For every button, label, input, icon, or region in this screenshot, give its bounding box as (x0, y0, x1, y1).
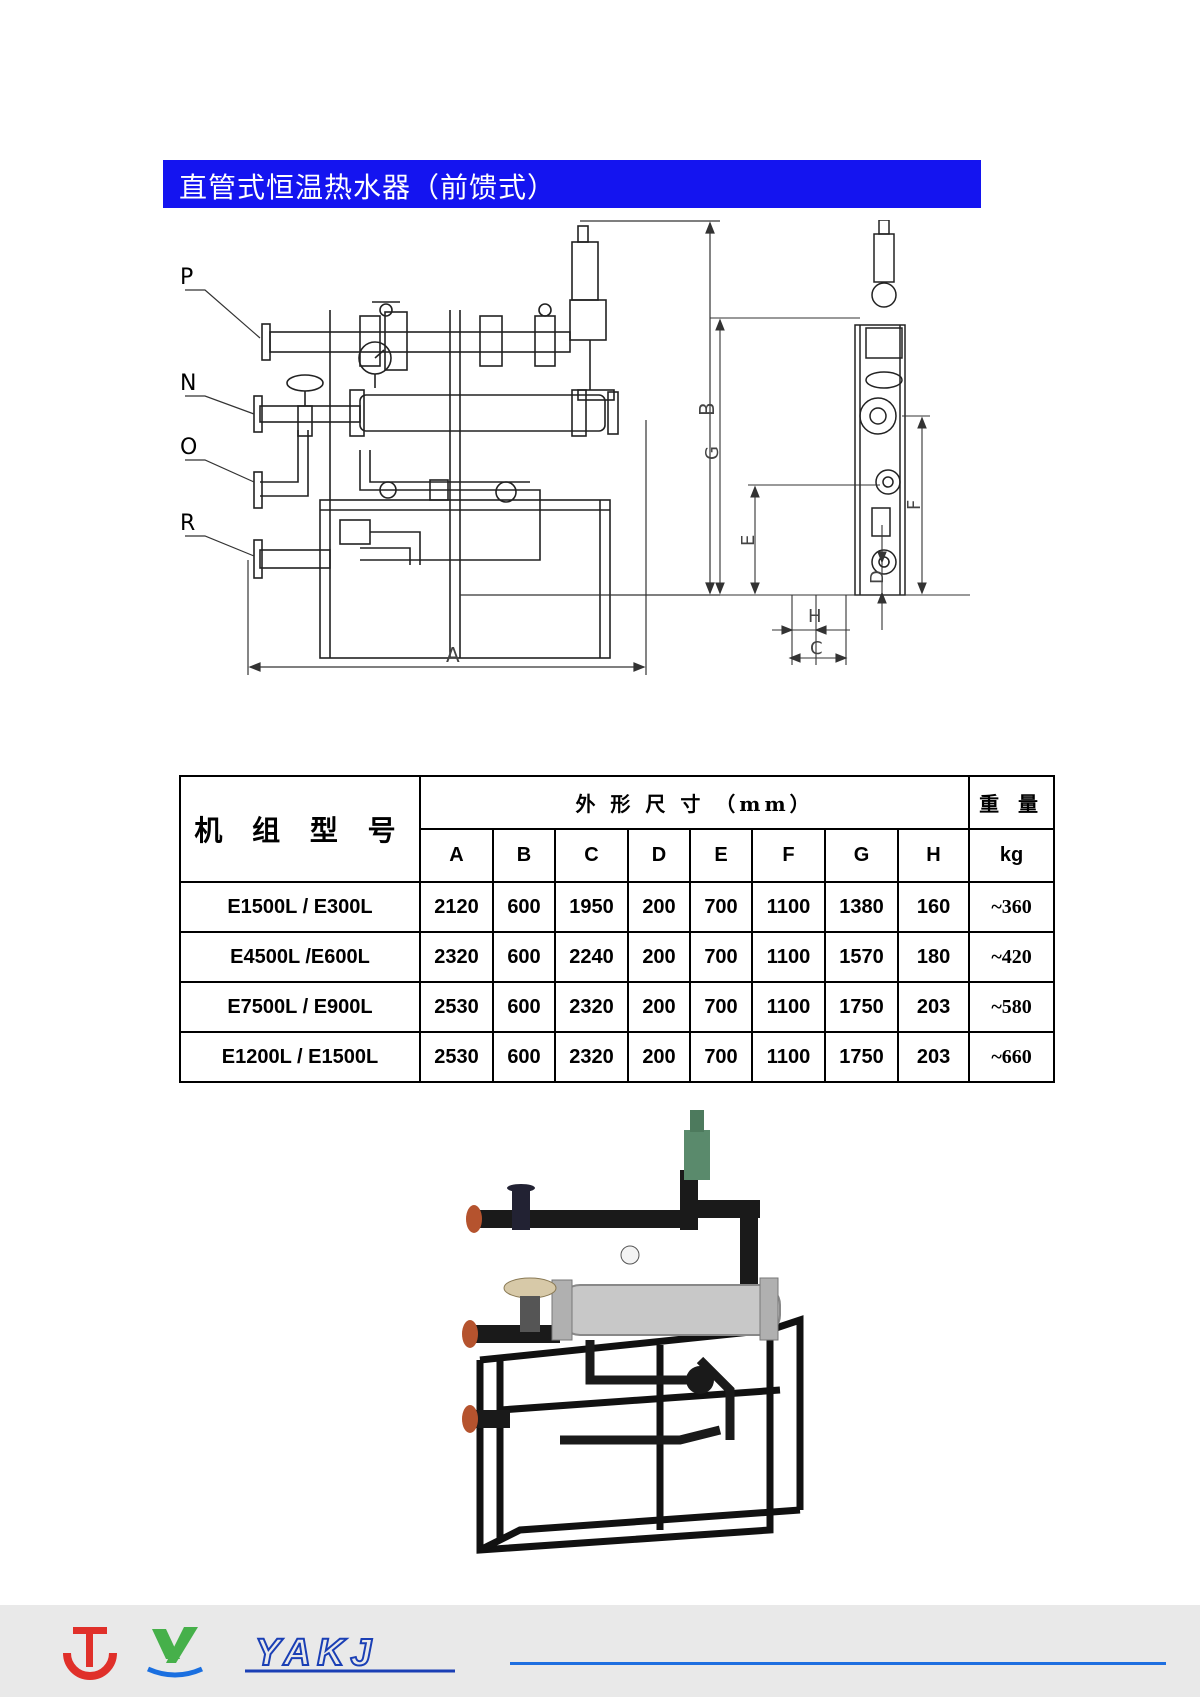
value-cell: 2320 (419, 931, 494, 983)
col-header-e: E (689, 828, 753, 883)
title-banner: 直管式恒温热水器（前馈式） (163, 160, 981, 208)
value-cell: 1100 (751, 981, 826, 1033)
value-cell: 600 (492, 931, 556, 983)
col-header-f: F (751, 828, 826, 883)
value-cell: 700 (689, 881, 753, 933)
model-cell: E1200L / E1500L (179, 1031, 421, 1083)
col-header-h: H (896, 828, 971, 883)
port-label-o: O (180, 435, 197, 460)
value-cell: 1570 (824, 931, 899, 983)
value-cell: 180 (896, 931, 971, 983)
header-dimensions: 外 形 尺 寸 （mm） (418, 775, 971, 830)
value-cell: 1100 (751, 931, 826, 983)
table-row: E1200L / E1500L 2530 600 2320 200 700 11… (179, 1031, 1056, 1083)
brand-name: YAKJ (255, 1632, 378, 1674)
technical-drawing: P N O R A B (180, 220, 970, 675)
value-cell: 200 (627, 931, 691, 983)
value-cell: 200 (627, 981, 691, 1033)
col-header-b: B (492, 828, 556, 883)
value-cell: 2240 (554, 931, 629, 983)
value-cell: 600 (492, 881, 556, 933)
value-cell: 1100 (751, 881, 826, 933)
value-cell: 600 (492, 981, 556, 1033)
value-cell: 200 (627, 1031, 691, 1083)
table-row: E1500L / E300L 2120 600 1950 200 700 110… (179, 881, 1056, 933)
dim-label-a: A (446, 643, 460, 667)
brand-logo: YAKJ (245, 1631, 455, 1675)
model-cell: E1500L / E300L (179, 881, 421, 933)
weight-cell: ~660 (968, 1031, 1056, 1083)
value-cell: 200 (627, 881, 691, 933)
footer-divider (510, 1662, 1166, 1665)
value-cell: 203 (896, 981, 971, 1033)
dim-label-g: G (702, 446, 723, 460)
port-label-p: P (180, 265, 193, 290)
dim-label-b: B (695, 402, 719, 416)
dim-label-f: F (904, 500, 925, 510)
table-row: E7500L / E900L 2530 600 2320 200 700 110… (179, 981, 1056, 1033)
weight-cell: ~580 (968, 981, 1056, 1033)
value-cell: 2320 (554, 981, 629, 1033)
value-cell: 2530 (419, 981, 494, 1033)
value-cell: 1750 (824, 981, 899, 1033)
col-header-kg: kg (968, 828, 1056, 883)
weight-cell: ~360 (968, 881, 1056, 933)
port-label-r: R (180, 511, 195, 536)
value-cell: 1100 (751, 1031, 826, 1083)
col-header-d: D (627, 828, 691, 883)
product-photo (462, 1110, 804, 1554)
header-weight: 重 量 (968, 775, 1056, 830)
value-cell: 1950 (554, 881, 629, 933)
dim-label-c: C (810, 638, 823, 659)
spec-table: 机 组 型 号 外 形 尺 寸 （mm） 重 量 A B C D E F G H… (179, 775, 1056, 1083)
page-title: 直管式恒温热水器（前馈式） (179, 171, 557, 204)
value-cell: 203 (896, 1031, 971, 1083)
value-cell: 2120 (419, 881, 494, 933)
value-cell: 700 (689, 931, 753, 983)
value-cell: 700 (689, 981, 753, 1033)
value-cell: 1750 (824, 1031, 899, 1083)
dim-label-h: H (808, 606, 822, 627)
value-cell: 700 (689, 1031, 753, 1083)
model-cell: E4500L /E600L (179, 931, 421, 983)
col-header-g: G (824, 828, 899, 883)
value-cell: 2530 (419, 1031, 494, 1083)
company-logo-red-icon (63, 1627, 117, 1680)
company-logo-green-icon (146, 1627, 204, 1678)
value-cell: 1380 (824, 881, 899, 933)
dim-label-e: E (738, 535, 759, 546)
value-cell: 160 (896, 881, 971, 933)
port-label-n: N (180, 371, 196, 396)
value-cell: 600 (492, 1031, 556, 1083)
model-cell: E7500L / E900L (179, 981, 421, 1033)
weight-cell: ~420 (968, 931, 1056, 983)
dim-label-d: D (867, 570, 888, 584)
table-row: E4500L /E600L 2320 600 2240 200 700 1100… (179, 931, 1056, 983)
col-header-c: C (554, 828, 629, 883)
header-model: 机 组 型 号 (179, 775, 421, 883)
value-cell: 2320 (554, 1031, 629, 1083)
col-header-a: A (419, 828, 494, 883)
footer: YAKJ (0, 1605, 1200, 1697)
